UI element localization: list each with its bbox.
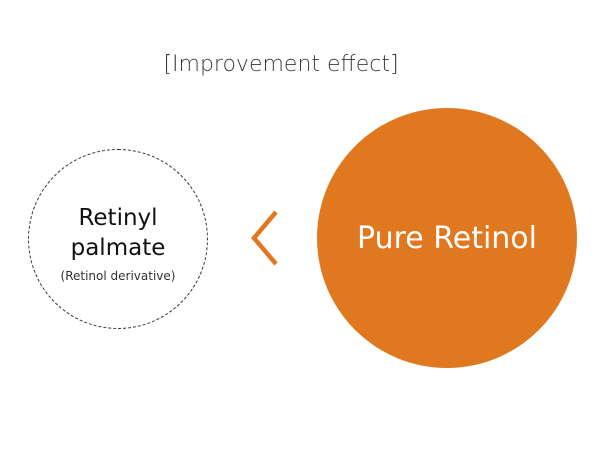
pure-retinol-label: Pure Retinol	[357, 220, 537, 256]
retinyl-palmate-circle: Retinyl palmate (Retinol derivative)	[28, 149, 208, 329]
pure-retinol-circle: Pure Retinol	[317, 108, 577, 368]
diagram-title: [Improvement effect]	[163, 52, 399, 77]
retinol-derivative-label: (Retinol derivative)	[60, 269, 176, 283]
retinyl-palmate-label: Retinyl palmate	[70, 205, 166, 261]
chevron-left-icon	[251, 210, 278, 266]
